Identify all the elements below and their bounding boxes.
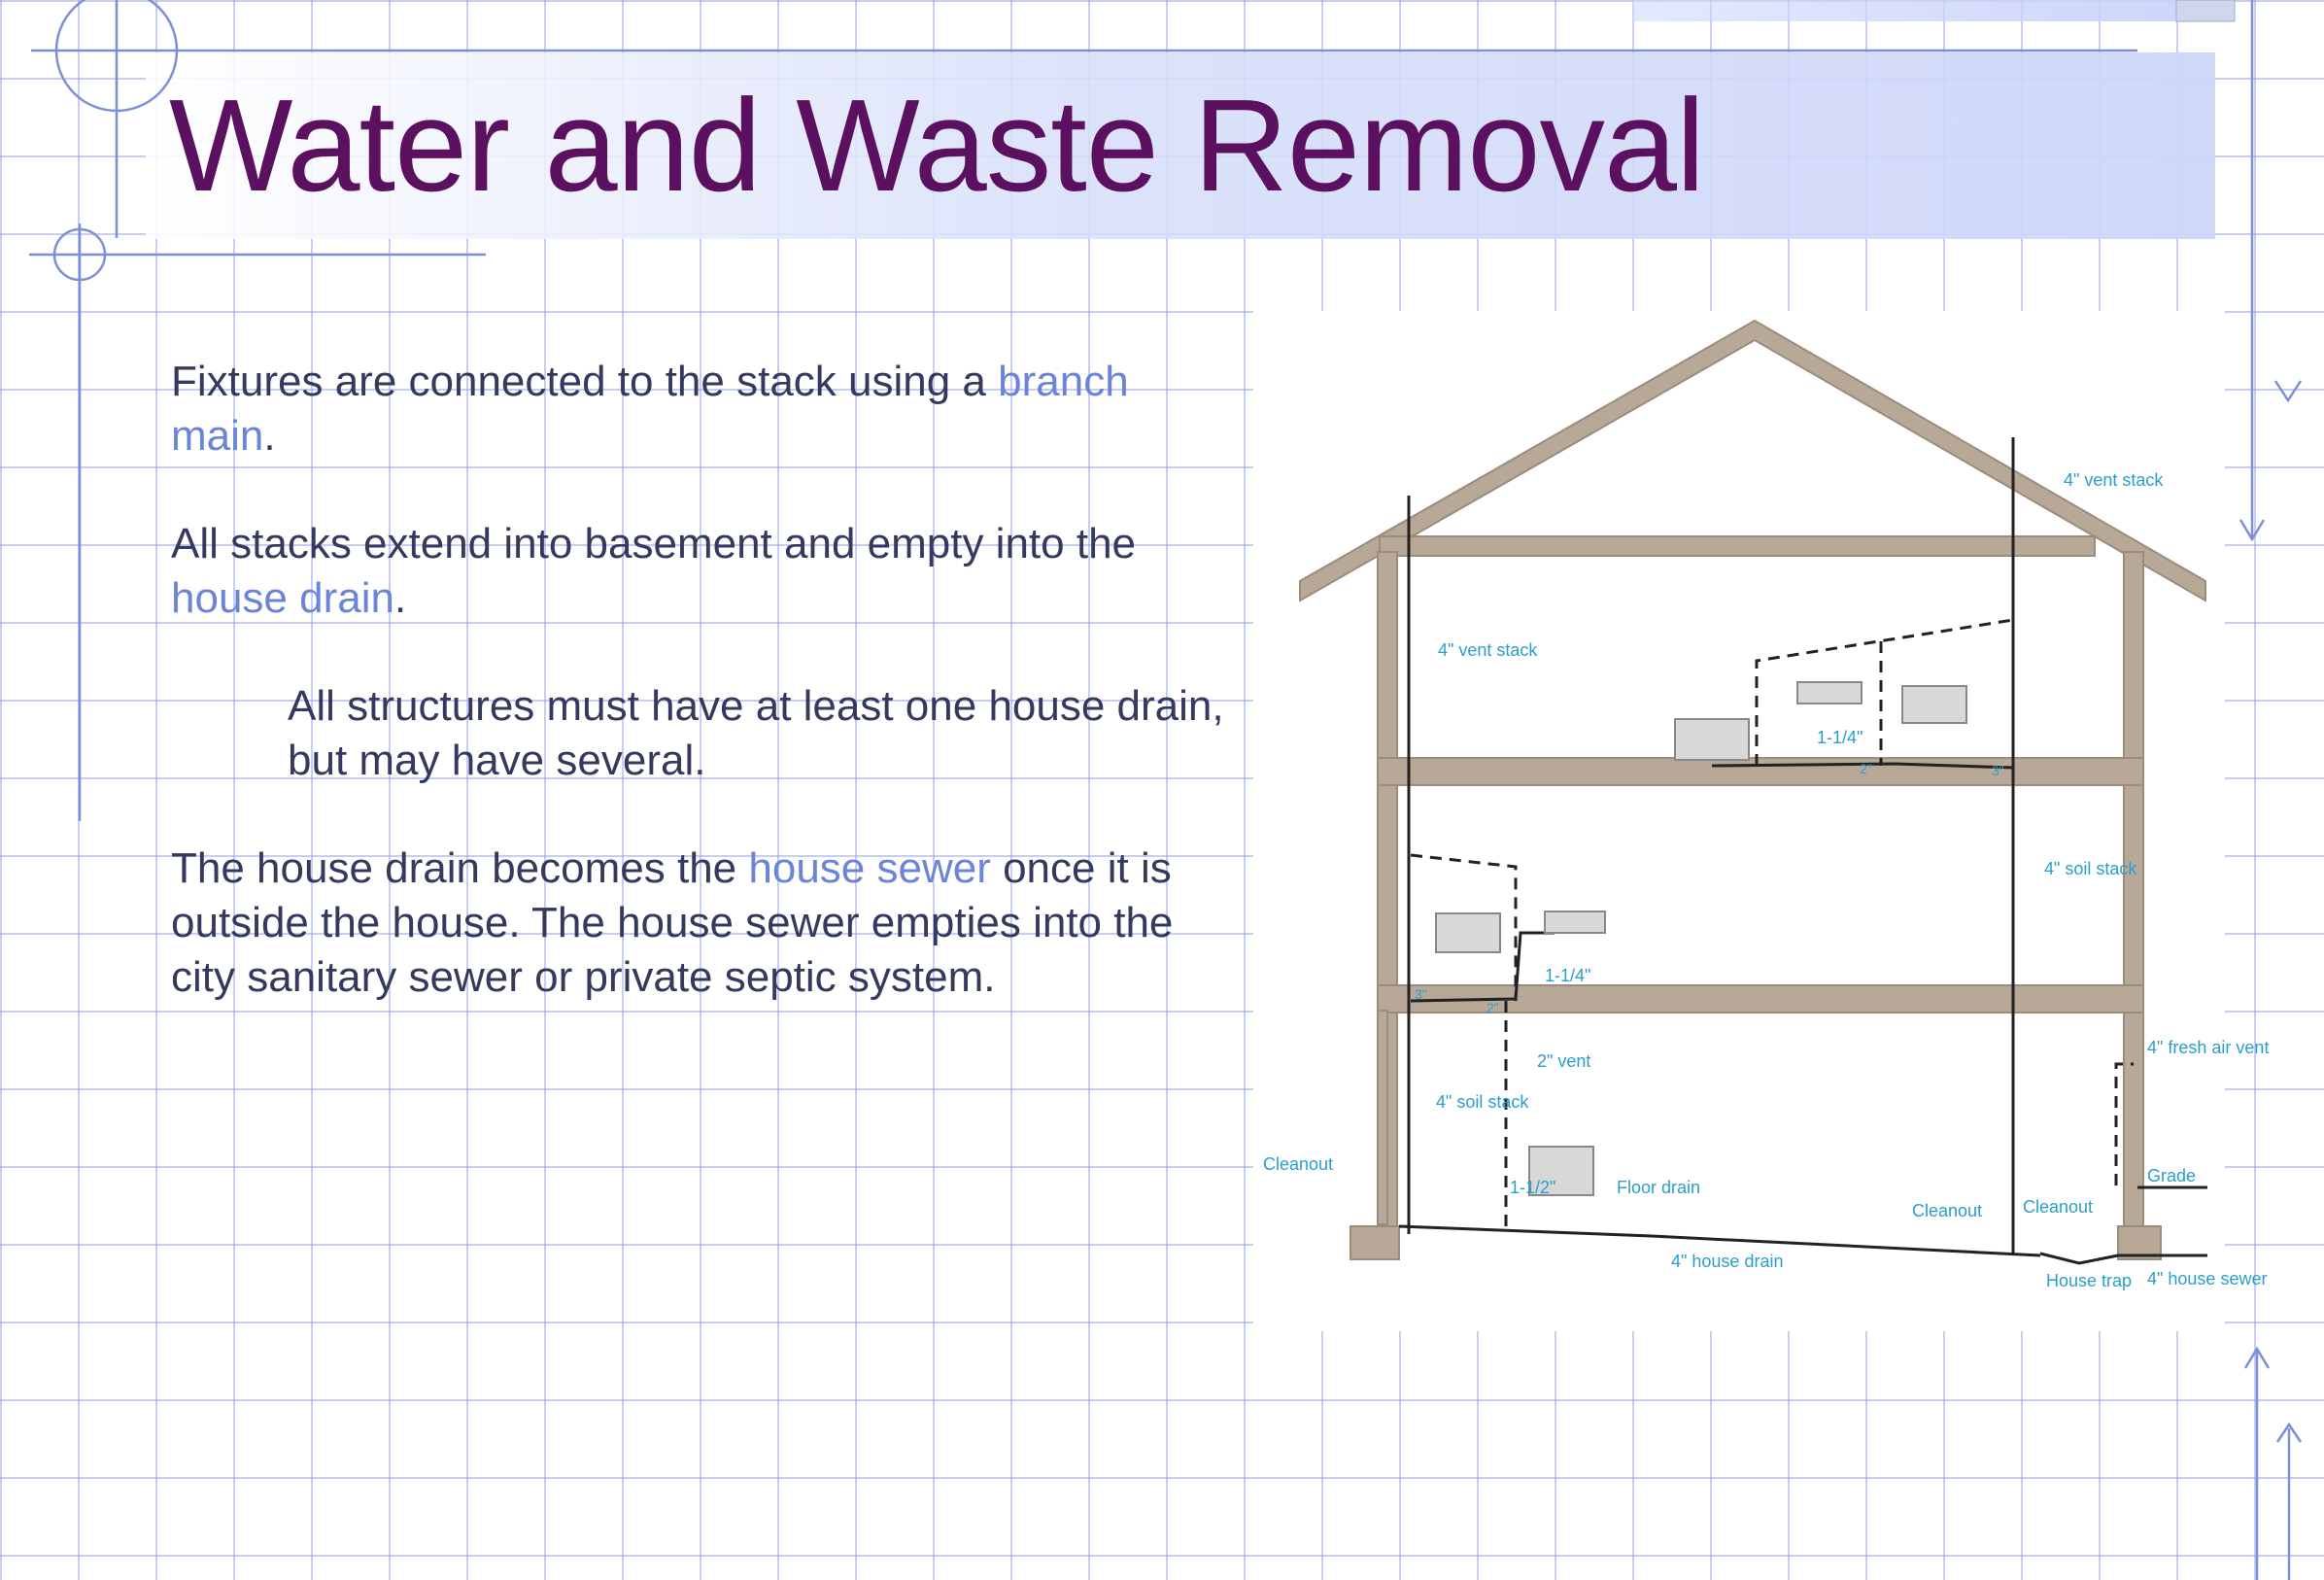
paragraph-branch-main: Fixtures are connected to the stack usin… [171,355,1240,464]
house-sewer-pipe [2039,1252,2207,1265]
label-soil-stack-right: 4" soil stack [2044,859,2137,878]
label-floor-drain: Floor drain [1617,1178,1700,1197]
text: All stacks extend into basement and empt… [171,520,1137,567]
label-house-drain: 4" house drain [1671,1252,1783,1271]
label-cleanout-mid: Cleanout [1912,1201,1982,1220]
upper-vent-dashed [1755,618,2014,766]
label-fresh-air-vent: 4" fresh air vent [2147,1038,2269,1057]
label-house-trap: House trap [2046,1271,2132,1290]
label-vent-stack-roof: 4" vent stack [2064,470,2164,490]
label-cleanout-right: Cleanout [2023,1197,2093,1217]
label-soil-stack-left: 4" soil stack [1436,1092,1529,1112]
term-house-sewer: house sewer [748,844,991,892]
fresh-air-vent-dashed [2114,1062,2134,1185]
middle-branch [1410,931,1555,1003]
up-chevron-icon [2275,1422,2303,1443]
label-house-sewer: 4" house sewer [2147,1269,2267,1288]
label-2-inch-vent: 2" vent [1537,1051,1590,1071]
basement-left-wall [1377,1010,1388,1225]
down-chevron-icon [2273,380,2303,403]
text: . [393,574,407,622]
top-accent-band [1632,0,2176,21]
left-footing [1350,1225,1400,1260]
label-pipe-basement: 1-1/2" [1510,1178,1555,1197]
label-size-upper-b: 3" [1992,763,2004,778]
house-structure [1299,319,2206,1260]
roof [1299,319,2206,602]
upper-branch [1711,762,2014,770]
label-pipe-middle: 1-1/4" [1545,966,1590,985]
term-branch-main: branch main [171,358,1129,460]
paragraph-house-sewer: The house drain becomes the house sewer … [171,842,1240,1005]
top-corner-tab [2175,0,2236,22]
paragraph-house-drain: All stacks extend into basement and empt… [171,517,1240,626]
term-house-drain: house drain [171,574,394,622]
text: . [263,412,276,460]
diagram-labels: 4" vent stack 4" vent stack 1-1/4" 2" 3"… [1263,470,2269,1290]
title-band [146,52,2215,239]
second-floor [1377,757,2144,786]
right-wall [2123,551,2144,1254]
sink-fixture-middle [1544,910,1606,934]
label-pipe-upper: 1-1/4" [1817,728,1863,747]
text: once it is outside the house. The house … [171,844,1174,1001]
plumbing-diagram: 4" vent stack 4" vent stack 1-1/4" 2" 3"… [1253,311,2269,1331]
toilet-tank-upper [1901,685,1967,724]
up-arrow-icon [2243,1346,2271,1369]
label-size-upper-a: 2" [1860,761,1872,776]
attic-floor [1379,535,2096,557]
vent-lines [1410,618,2134,1234]
toilet-tank-middle [1435,912,1501,953]
label-cleanout-left: Cleanout [1263,1154,1333,1174]
slide-title: Water and Waste Removal [169,72,1705,219]
diagram-background [1253,311,2225,1331]
down-arrow-icon [2239,519,2266,542]
label-grade: Grade [2147,1166,2196,1185]
label-vent-stack-upper: 4" vent stack [1438,640,1538,660]
middle-vent-dashed [1410,853,1518,1001]
label-size-middle-a: 3" [1415,986,1427,1002]
label-size-middle-b: 2" [1487,1000,1499,1015]
laundry-fixture [1528,1146,1594,1196]
right-footing [2117,1225,2162,1260]
fixtures [1435,681,1967,1196]
house-drain-pipe [1398,1224,2041,1257]
text: Fixtures are connected to the stack usin… [171,358,999,405]
sink-fixture-upper [1796,681,1863,704]
paragraph-sub-point: All structures must have at least one ho… [288,682,1224,784]
text: The house drain becomes the [171,844,749,892]
bathtub-fixture [1674,718,1750,761]
slide-body: Fixtures are connected to the stack usin… [171,355,1240,1058]
pipes [1398,437,2207,1265]
